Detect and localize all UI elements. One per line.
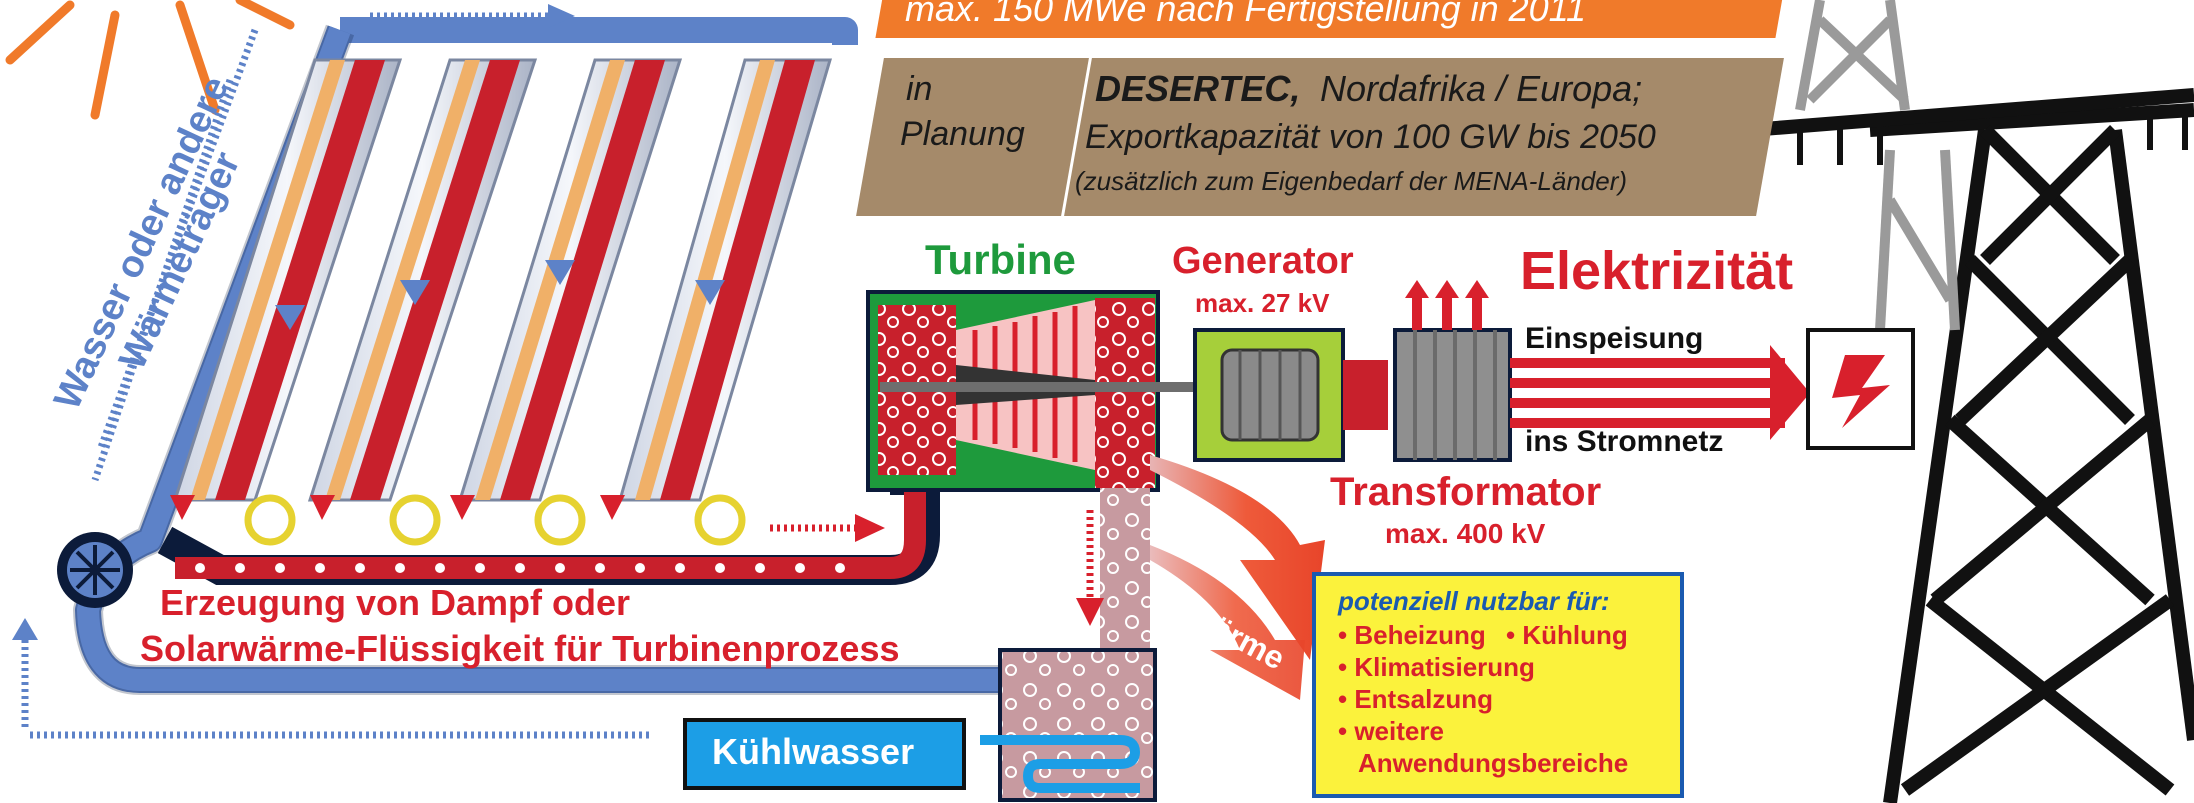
transformer-icon [1393, 280, 1512, 462]
flow-arrows-blue [21, 12, 650, 739]
transformer-voltage: max. 400 kV [1385, 518, 1546, 549]
capacity-banner-text: max. 150 MWe nach Fertigstellung in 2011 [905, 0, 1587, 29]
solar-collector-field [170, 58, 833, 546]
pump-icon [57, 532, 133, 608]
tracking-icon [244, 494, 746, 546]
status-in: in [906, 70, 933, 108]
use-other-areas: Anwendungsbereiche [1358, 748, 1629, 778]
status-planning: Planung [900, 115, 1025, 153]
arrowhead-icon [1076, 598, 1104, 626]
high-voltage-sign-icon [1806, 328, 1915, 450]
arrowhead-icon [855, 514, 885, 542]
turbine-shaft [880, 382, 1210, 392]
pylon-ghost-icon [1795, 0, 1960, 331]
arrowhead-icon [12, 618, 38, 640]
turbine-icon [866, 290, 1160, 648]
use-desalination: • Entsalzung [1338, 684, 1493, 714]
arrowhead-icon [548, 4, 575, 28]
use-cooling: • Kühlung [1506, 620, 1628, 650]
generator-voltage: max. 27 kV [1195, 288, 1330, 318]
collector-row [457, 58, 683, 502]
use-air-conditioning: • Klimatisierung [1338, 652, 1535, 682]
cooling-coil [980, 735, 1141, 793]
generator-icon [1193, 328, 1345, 462]
steam-line [157, 465, 940, 585]
desertec-name: DESERTEC, [1095, 68, 1301, 109]
use-other: • weitere [1338, 716, 1444, 746]
grid-label: ins Stromnetz [1525, 425, 1724, 458]
collector-row [172, 58, 403, 502]
uses-box: potenziell nutzbar für: • Beheizung • Kü… [1312, 572, 1684, 798]
waste-heat-arrow [1150, 455, 1325, 660]
mena-note: (zusätzlich zum Eigenbedarf der MENA-Län… [1075, 166, 1628, 196]
pylon-icon [1749, 88, 2194, 803]
uses-heading: potenziell nutzbar für: [1338, 586, 1610, 616]
export-capacity: Exportkapazität von 100 GW bis 2050 [1085, 118, 1656, 156]
turbine-title: Turbine [925, 236, 1076, 283]
steam-caption-line1: Erzeugung von Dampf oder [160, 582, 631, 623]
desertec-region: Nordafrika / Europa; [1320, 68, 1643, 109]
steam-caption-line2: Solarwärme-Flüssigkeit für Turbinenproze… [140, 628, 900, 669]
cooling-water-box [683, 718, 966, 790]
cooling-water-label: Kühlwasser [712, 731, 915, 772]
transformer-title: Transformator [1330, 470, 1602, 514]
sun-rays-icon [5, 0, 295, 120]
use-heating: • Beheizung [1338, 620, 1486, 650]
electricity-title: Elektrizität [1520, 241, 1794, 301]
feed-in-label: Einspeisung [1525, 322, 1704, 355]
generator-title: Generator [1172, 240, 1354, 282]
power-line-arrows [1510, 345, 1810, 440]
